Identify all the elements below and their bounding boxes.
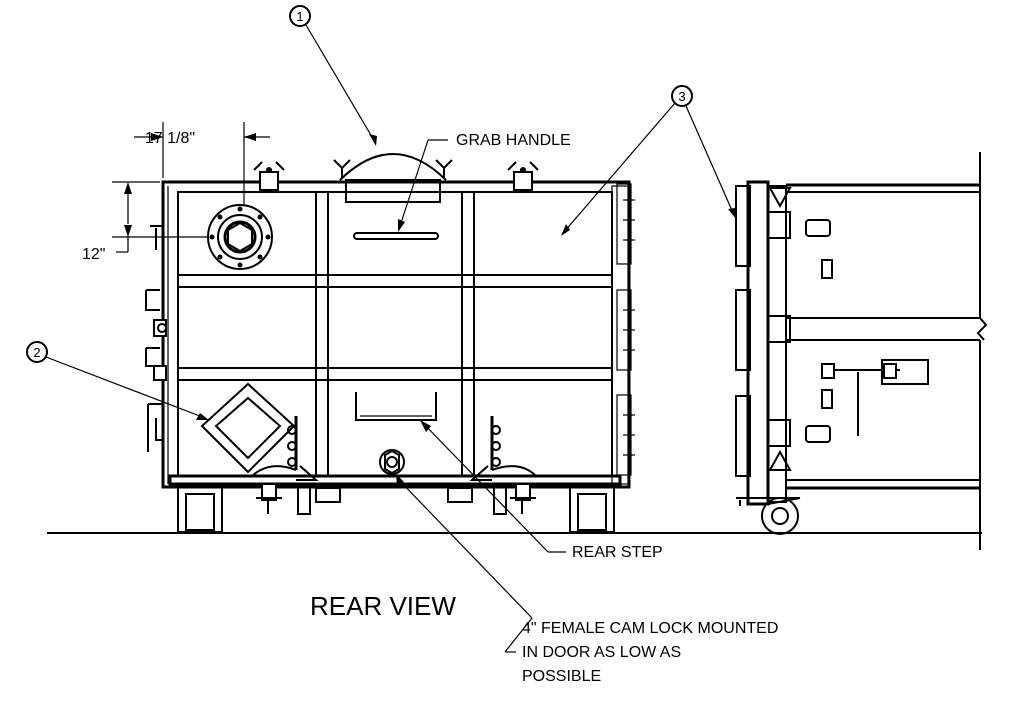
svg-text:3: 3: [678, 89, 685, 104]
cam-lock-label-line1: 4" FEMALE CAM LOCK MOUNTED: [522, 620, 778, 637]
latch-handle-top: [150, 225, 162, 250]
top-port-flange: [207, 204, 273, 270]
break-line: [976, 317, 988, 341]
hinge-strip: [611, 185, 629, 485]
side-latch-plate: [881, 359, 929, 385]
side-hinge-top: [735, 185, 751, 267]
rear-door-assembly: [145, 153, 635, 533]
sill-bracket-left: [315, 487, 341, 503]
side-hinge-middle: [735, 289, 751, 371]
rear-step-label: REAR STEP: [572, 544, 663, 561]
cam-lock-fitting: [379, 449, 405, 475]
top-hatch-frame: [345, 179, 441, 203]
grab-handle-label: GRAB HANDLE: [456, 132, 571, 149]
balloon-2: 2: [26, 341, 209, 420]
side-wheel: [761, 497, 801, 535]
upper-rib: [177, 274, 613, 288]
cam-lock-label-line2: IN DOOR AS LOW AS: [522, 644, 681, 661]
right-vertical-rib: [461, 191, 475, 477]
top-clamp-right: [507, 161, 539, 191]
top-clamp-center-left: [333, 159, 351, 178]
bottom-latch-left: [297, 488, 311, 515]
svg-text:1: 1: [296, 9, 303, 24]
width-dimension: [134, 122, 270, 205]
sill-bracket-right: [447, 487, 473, 503]
hinge-leaf-top: [616, 183, 632, 265]
side-door-frame: [767, 185, 787, 503]
view-title: REAR VIEW: [310, 591, 456, 621]
bottom-latch-right: [493, 488, 507, 515]
door-panel: [177, 191, 613, 477]
side-view-assembly: [735, 152, 988, 550]
grab-handle: [353, 232, 439, 240]
foot-right: [569, 485, 615, 533]
left-vertical-rib: [315, 191, 329, 477]
rear-step: [355, 392, 437, 421]
foot-left: [177, 485, 223, 533]
top-clamp-left: [253, 161, 285, 191]
balloon-3: 3: [561, 85, 736, 236]
top-clamp-center-right: [435, 159, 453, 178]
cam-lock-label-line3: POSSIBLE: [522, 668, 601, 685]
svg-text:2: 2: [33, 345, 40, 360]
top-hatch-dome: [339, 153, 447, 181]
height-dimension-label: 12": [82, 246, 105, 263]
chain-left: [251, 416, 319, 481]
side-hinge-bottom: [735, 395, 751, 477]
height-dimension: [112, 181, 208, 253]
lower-rib: [177, 367, 613, 381]
bottom-sill: [168, 474, 622, 486]
latch-handle-lower: [145, 347, 160, 367]
balloon-1: 1: [289, 5, 377, 146]
chain-right: [469, 416, 537, 481]
latch-handle-bottom: [147, 403, 162, 452]
latch-handle-upper: [145, 289, 160, 311]
width-dimension-label: 17 1/8": [145, 130, 195, 147]
diamond-hatch: [200, 382, 296, 474]
